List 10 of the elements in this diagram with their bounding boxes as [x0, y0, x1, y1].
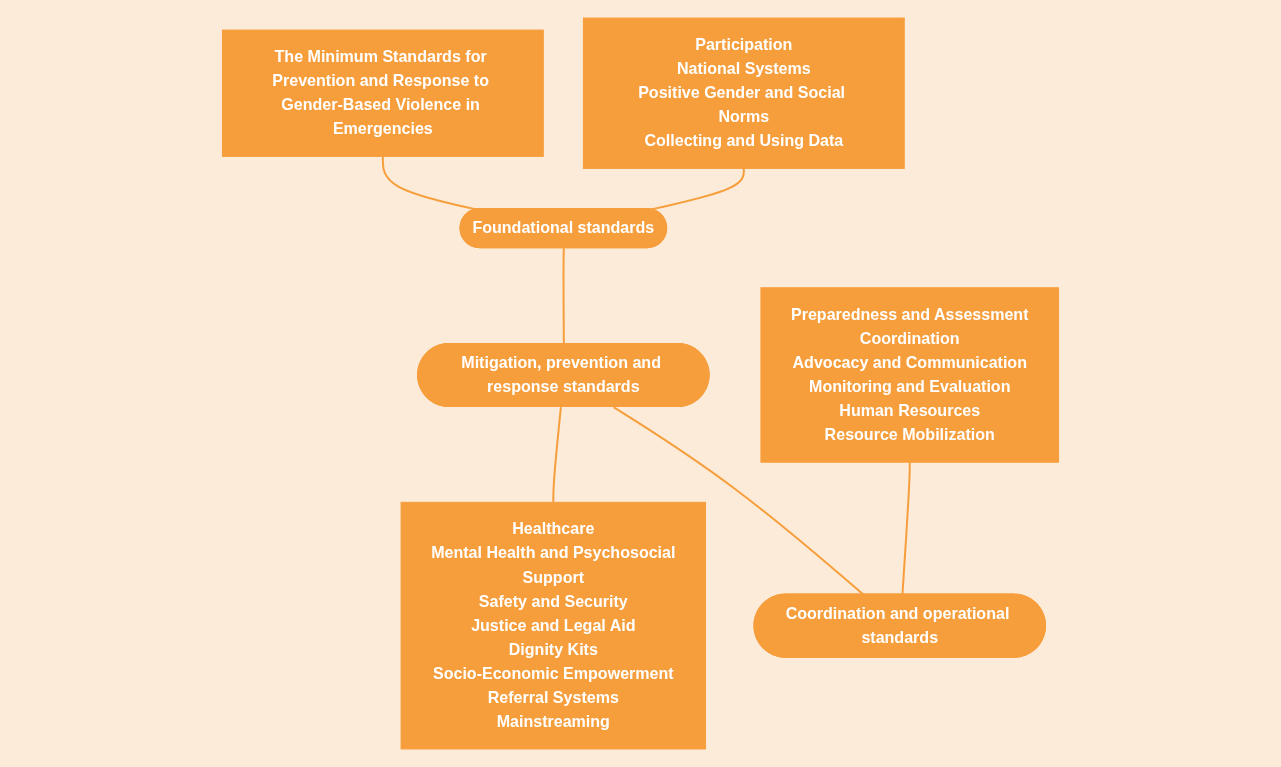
connector — [552, 406, 562, 503]
connector — [651, 168, 745, 211]
node-box: The Minimum Standards for Prevention and Response to Gender-Based Violence in Emergencies — [221, 29, 544, 157]
connector — [562, 248, 565, 344]
node-box: Healthcare Mental Health and Psychosocial Support Safety and Security Justice and Legal Aid Dignity Kits Socio-Economic Empowerment Referral Systems Mainstreaming — [400, 501, 707, 750]
node-box: Preparedness and Assessment Coordination Advocacy and Communication Monitoring and Evaluation Human Resources Resource Mobilization — [760, 287, 1060, 463]
connector — [381, 156, 477, 211]
connector — [901, 462, 911, 595]
node-box: Participation National Systems Positive Gender and Social Norms Collecting and Using Data — [582, 17, 905, 169]
connector — [613, 406, 864, 596]
